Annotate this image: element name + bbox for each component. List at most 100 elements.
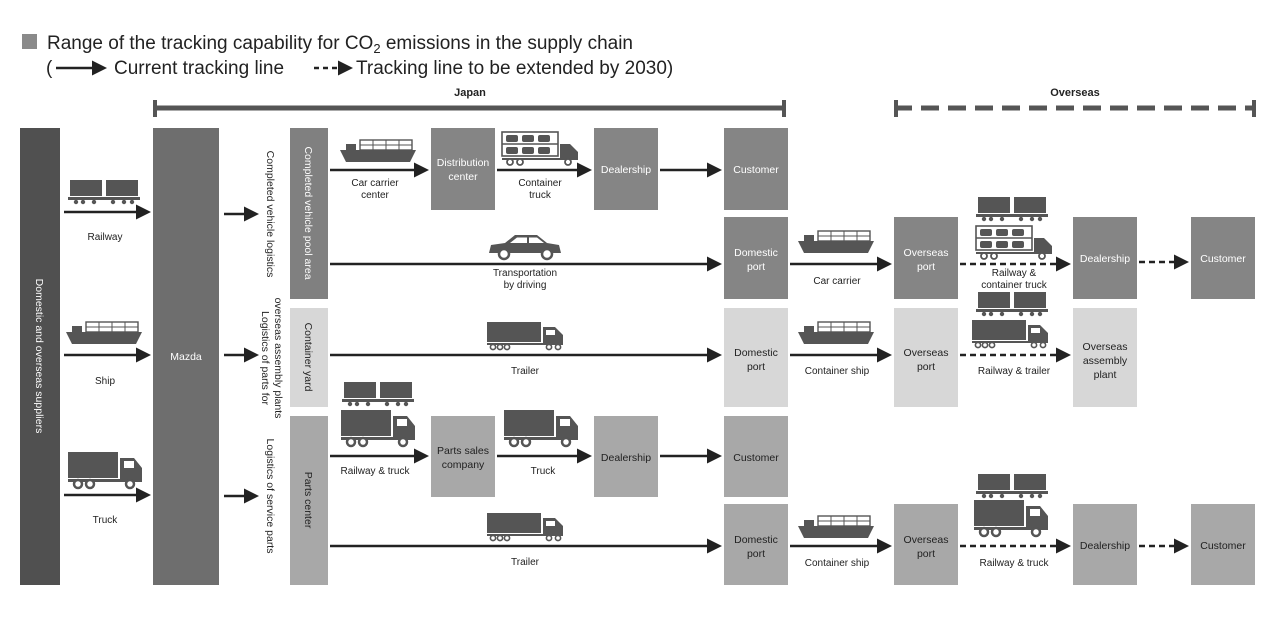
- parts-sales-company-box: [431, 416, 495, 497]
- suppliers-column: [20, 128, 60, 585]
- row4-rail-truck-label: Railway & truck: [341, 466, 411, 477]
- row4-customer-label: Customer: [733, 452, 779, 464]
- row5-rail-truck-label: Railway & truck: [980, 558, 1050, 569]
- container-yard-label: Container yard: [302, 323, 314, 392]
- chart-title: Range of the tracking capability for CO2…: [47, 33, 633, 56]
- stream-service-parts-label: Logistics of service parts: [264, 439, 276, 554]
- suppliers-label: Domestic and overseas suppliers: [33, 279, 45, 434]
- row4-dealership-box: [594, 416, 658, 497]
- distribution-center-box: [431, 128, 495, 210]
- trailer-icon: [486, 512, 564, 542]
- row1-car-carrier-center-1: Car carrier: [351, 178, 399, 189]
- row2-overseas-port-label-1: Overseas: [904, 247, 949, 259]
- row5-overseas-port-label-2: port: [917, 548, 935, 560]
- legend-extended-line: Tracking line to be extended by 2030): [356, 58, 673, 79]
- row5-overseas-port-box: [894, 504, 958, 585]
- row3-assembly-plant-box: [1073, 308, 1137, 407]
- parts-sales-label-2: company: [442, 459, 485, 471]
- row1-container-truck-2: truck: [529, 190, 552, 201]
- ship-icon: [797, 230, 875, 254]
- row2-domestic-port-label-1: Domestic: [734, 247, 778, 259]
- row3-assembly-label-3: plant: [1094, 369, 1117, 381]
- row5-dealership-label: Dealership: [1080, 540, 1130, 552]
- row3-container-ship-label: Container ship: [805, 366, 870, 377]
- row5-customer-label: Customer: [1200, 540, 1246, 552]
- row2-customer-box: [1191, 217, 1255, 299]
- row1-customer-label: Customer: [733, 164, 779, 176]
- ship-icon: [797, 515, 875, 539]
- car-transporter-icon: [975, 225, 1053, 260]
- row1-customer-box: [724, 128, 788, 210]
- row1-car-carrier-center-2: center: [361, 190, 389, 201]
- row2-customer-label: Customer: [1200, 253, 1246, 265]
- row5-container-ship-label: Container ship: [805, 558, 870, 569]
- row5-domestic-port-box: [724, 504, 788, 585]
- row5-customer-box: [1191, 504, 1255, 585]
- car-transporter-icon: [501, 131, 579, 166]
- row4-customer-box: [724, 416, 788, 497]
- row2-rail-truck-2: container truck: [981, 280, 1048, 291]
- row2-rail-truck-1: Railway &: [992, 268, 1037, 279]
- row2-driving-2: by driving: [504, 280, 547, 291]
- inbound-ship-label: Ship: [95, 376, 115, 387]
- car-icon: [487, 233, 563, 261]
- row3-trailer-label: Trailer: [511, 366, 540, 377]
- completed-pool-area: [290, 128, 328, 299]
- truck-icon: [502, 408, 580, 448]
- stream-completed-vehicle-label: Completed vehicle logistics: [264, 151, 276, 278]
- legend-current-line: Current tracking line: [114, 58, 284, 79]
- row1-dealership-box: [594, 128, 658, 210]
- stream-parts-overseas-label-2: overseas assembly plants: [272, 298, 284, 419]
- row2-overseas-port-label-2: port: [917, 261, 935, 273]
- region-japan-label: Japan: [454, 87, 486, 99]
- row5-overseas-port-label-1: Overseas: [904, 534, 949, 546]
- distribution-center-label-2: center: [448, 171, 478, 183]
- parts-center-label: Parts center: [302, 472, 314, 529]
- mazda-column: [153, 128, 219, 585]
- truck-icon: [972, 498, 1050, 538]
- distribution-center-label-1: Distribution: [437, 157, 490, 169]
- parts-sales-label-1: Parts sales: [437, 445, 489, 457]
- row2-domestic-port-label-2: port: [747, 261, 765, 273]
- row3-overseas-port-label-1: Overseas: [904, 347, 949, 359]
- row2-dealership-box: [1073, 217, 1137, 299]
- legend-square-icon: [22, 34, 37, 49]
- railcar-icon: [342, 382, 414, 407]
- legend-open-paren: (: [46, 58, 53, 79]
- row1-container-truck-1: Container: [518, 178, 562, 189]
- row2-domestic-port-box: [724, 217, 788, 299]
- inbound-truck-label: Truck: [93, 515, 119, 526]
- completed-pool-label: Completed vehicle pool area: [302, 146, 314, 279]
- row2-car-carrier-label: Car carrier: [813, 276, 861, 287]
- row5-domestic-port-label-2: port: [747, 548, 765, 560]
- row3-assembly-label-2: assembly: [1083, 355, 1128, 367]
- row5-dealership-box: [1073, 504, 1137, 585]
- row2-dealership-label: Dealership: [1080, 253, 1130, 265]
- trailer-icon: [971, 319, 1049, 349]
- row2-overseas-port-box: [894, 217, 958, 299]
- ship-icon: [797, 321, 875, 345]
- row3-overseas-port-box: [894, 308, 958, 407]
- mazda-label: Mazda: [170, 351, 202, 363]
- container-yard: [290, 308, 328, 407]
- region-overseas-label: Overseas: [1050, 87, 1100, 99]
- row3-domestic-port-label-1: Domestic: [734, 347, 778, 359]
- parts-center: [290, 416, 328, 585]
- row5-trailer-label: Trailer: [511, 557, 540, 568]
- row4-dealership-label: Dealership: [601, 452, 651, 464]
- inbound-railway-label: Railway: [87, 232, 122, 243]
- row3-rail-trailer-label: Railway & trailer: [978, 366, 1051, 377]
- railcar-icon: [976, 474, 1048, 499]
- railcar-icon: [68, 180, 140, 205]
- row4-truck-label: Truck: [531, 466, 557, 477]
- truck-icon: [339, 408, 417, 448]
- stream-parts-overseas-label-1: Logistics of parts for: [259, 311, 271, 405]
- ship-icon: [65, 321, 143, 345]
- railcar-icon: [976, 292, 1048, 317]
- row1-dealership-label: Dealership: [601, 164, 651, 176]
- row3-domestic-port-label-2: port: [747, 361, 765, 373]
- trailer-icon: [486, 321, 564, 351]
- truck-icon: [66, 450, 144, 490]
- ship-icon: [339, 139, 417, 163]
- railcar-icon: [976, 197, 1048, 222]
